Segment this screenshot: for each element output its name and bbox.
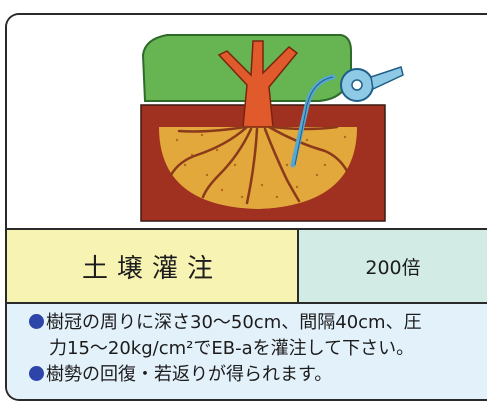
note-line-1: 樹冠の周りに深さ30～50cm、間隔40cm、圧 bbox=[29, 310, 422, 336]
foliage-shape bbox=[141, 34, 352, 102]
note-line-2: 力15～20kg/cm²でEB-aを灌注して下さい。 bbox=[49, 338, 415, 359]
application-row: 土壌灌注 200倍 bbox=[7, 228, 487, 304]
method-label: 土壌灌注 bbox=[81, 253, 222, 284]
soil-injection-illustration bbox=[7, 15, 487, 228]
method-label-cell: 土壌灌注 bbox=[7, 230, 299, 302]
dilution-value: 200倍 bbox=[365, 256, 421, 279]
bullet-icon bbox=[29, 314, 44, 329]
bullet-icon bbox=[29, 366, 44, 381]
notes-section: 樹冠の周りに深さ30～50cm、間隔40cm、圧 力15～20kg/cm²でEB… bbox=[7, 304, 487, 399]
product-card: 土壌灌注 200倍 樹冠の周りに深さ30～50cm、間隔40cm、圧 力15～2… bbox=[5, 13, 487, 401]
dilution-cell: 200倍 bbox=[299, 230, 487, 302]
note-line-3: 樹勢の回復・若返りが得られます。 bbox=[29, 362, 332, 388]
trunk-shape bbox=[217, 40, 299, 128]
tree-injection-icon bbox=[140, 34, 404, 222]
